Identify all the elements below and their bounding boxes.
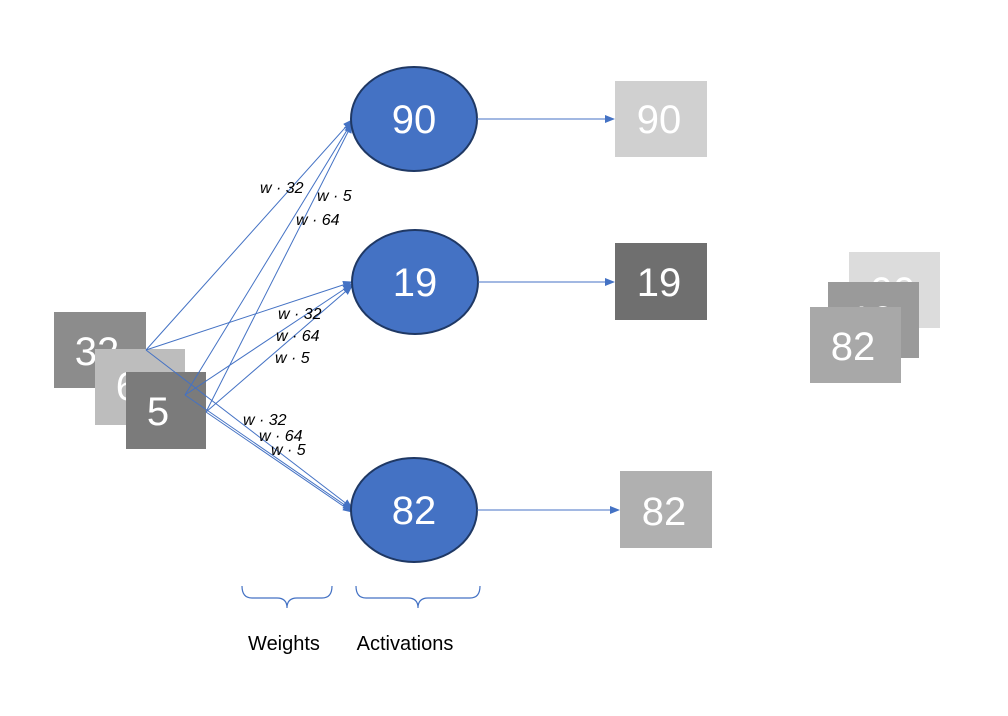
weight-label-node3-32: w · 32: [243, 412, 287, 429]
edge-32-to-node-3: [145, 349, 353, 509]
weight-edges: [145, 119, 353, 513]
edge-5-to-node-2: [205, 285, 353, 413]
node-2-value: 19: [393, 261, 438, 305]
weight-label-node2-64: w · 64: [276, 328, 320, 345]
weight-label-node1-32: w · 32: [260, 180, 304, 197]
output-value-19: 19: [637, 261, 682, 305]
weight-label-node1-64: w · 64: [296, 212, 340, 229]
output-box-90: [615, 81, 707, 157]
edge-64-to-node-1: [184, 121, 353, 396]
output-boxes: 90 19 82: [615, 81, 712, 548]
weight-label-node3-64: w · 64: [259, 428, 303, 445]
output-stack: 90 19 82: [810, 252, 940, 383]
activation-nodes: 90 19 82: [350, 66, 479, 563]
output-box-82: [620, 471, 712, 548]
node-1-value: 90: [392, 98, 437, 142]
input-value-5: 5: [147, 390, 169, 434]
output-value-82: 82: [642, 490, 687, 534]
weight-label-node2-5: w · 5: [275, 350, 310, 367]
input-box-5: [126, 372, 206, 449]
activations-caption: Activations: [357, 633, 454, 655]
edge-64-to-node-2: [184, 283, 353, 396]
edge-64-to-node-3: [184, 394, 353, 511]
weights-brace: [241, 585, 333, 609]
output-box-19: [615, 243, 707, 320]
braces: [241, 585, 481, 609]
weight-label-node2-32: w · 32: [278, 306, 322, 323]
activations-brace: [355, 585, 481, 609]
edge-5-to-node-3: [205, 411, 353, 513]
edge-32-to-node-2: [145, 281, 353, 351]
output-value-90: 90: [637, 98, 682, 142]
stack-value-82: 82: [831, 325, 876, 369]
weight-labels: w · 32 w · 5 w · 64 w · 32 w · 64 w · 5 …: [243, 180, 352, 459]
stack-box-82: [810, 307, 901, 383]
weights-caption: Weights: [248, 633, 320, 655]
node-3-value: 82: [392, 489, 437, 533]
output-edges: [477, 115, 620, 514]
weight-label-node3-5: w · 5: [271, 442, 306, 459]
input-stack: 32 64 5: [54, 312, 206, 449]
edge-32-to-node-1: [145, 119, 353, 351]
edge-5-to-node-1: [205, 123, 353, 413]
weight-label-node1-5: w · 5: [317, 188, 352, 205]
